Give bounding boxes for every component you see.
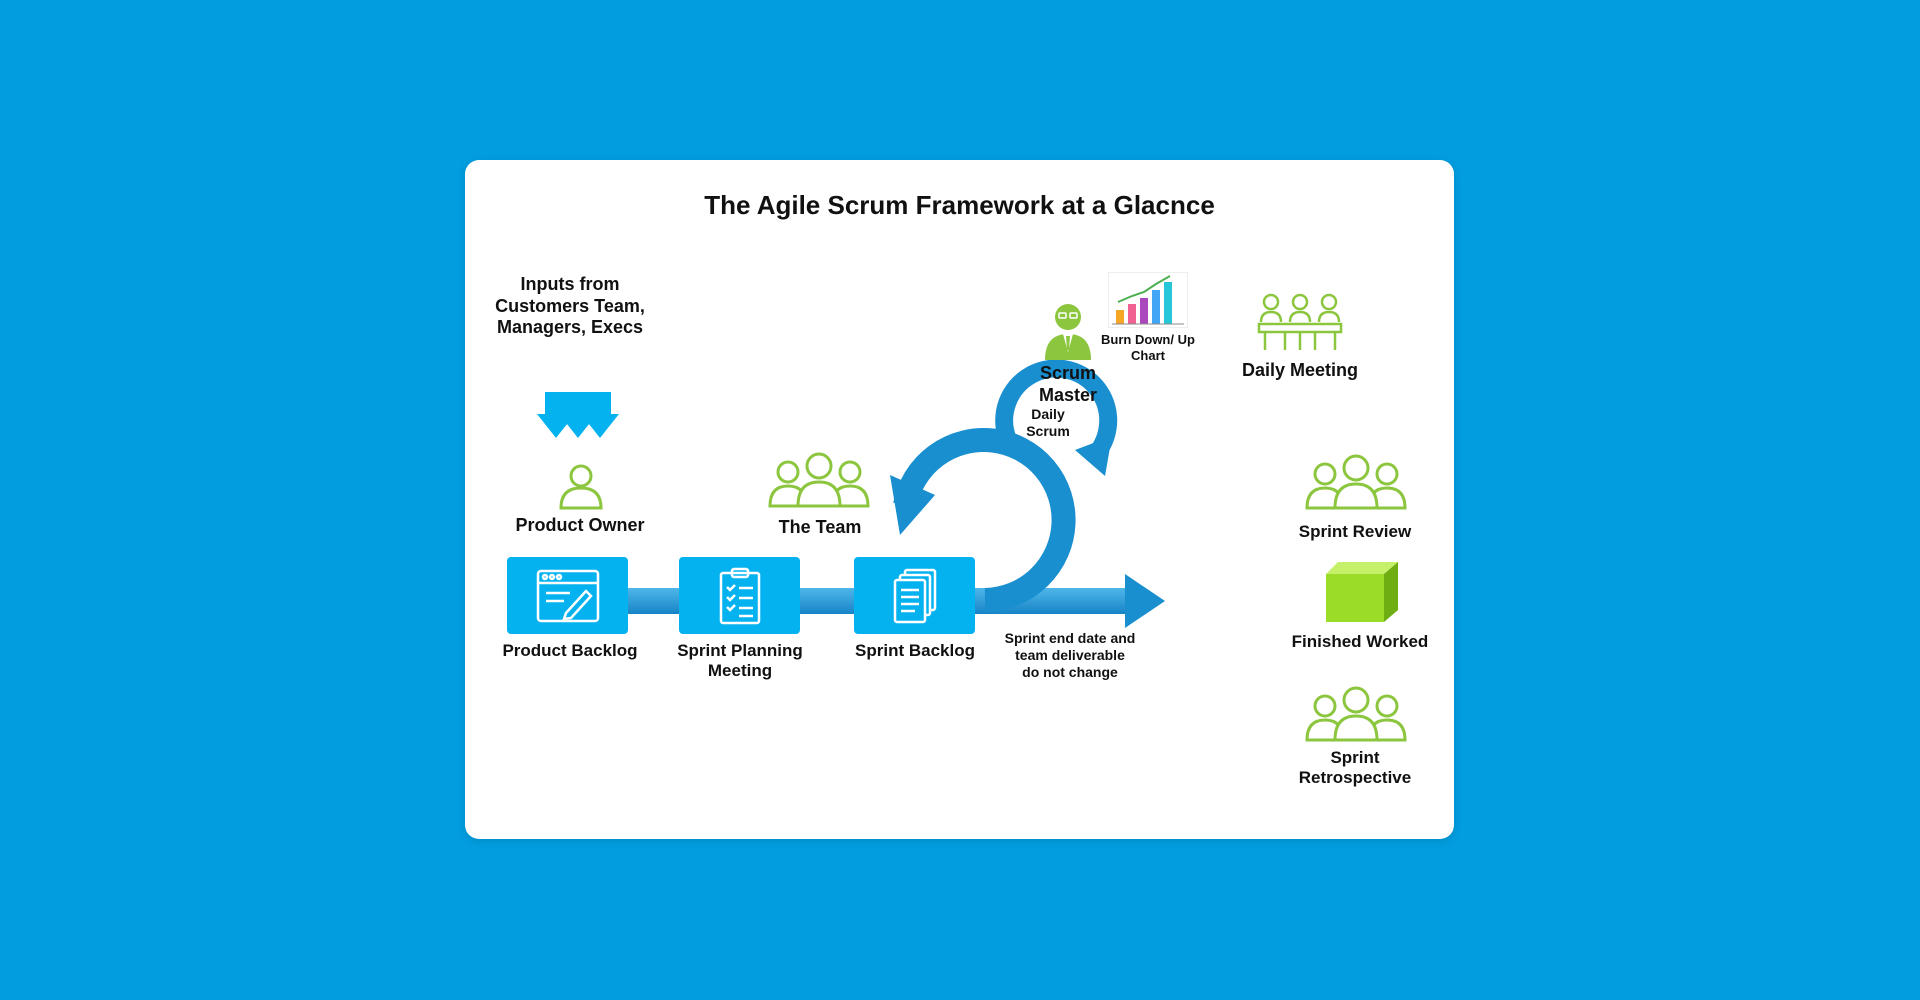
bar-chart-icon xyxy=(1108,272,1188,328)
sprint-review-label: Sprint Review xyxy=(1298,522,1412,541)
sprint-review-team-icon xyxy=(1305,454,1407,510)
sprint-planning-box xyxy=(679,557,800,634)
sprint-planning-label: Sprint Planning Meeting xyxy=(677,641,803,681)
product-backlog-box xyxy=(507,557,628,634)
scrum-master-icon xyxy=(1045,304,1091,360)
diagram-title: The Agile Scrum Framework at a Glacnce xyxy=(704,190,1215,220)
burn-chart-label: Burn Down/ Up Chart xyxy=(1101,332,1195,363)
cube-icon xyxy=(1326,562,1398,622)
sprint-retrospective-label: Sprint Retrospective xyxy=(1298,748,1412,788)
product-owner-label: Product Owner xyxy=(515,515,645,535)
team-icon xyxy=(768,452,870,508)
down-arrows-icon xyxy=(537,392,619,438)
the-team-label: The Team xyxy=(778,517,862,537)
clipboard-icon xyxy=(719,567,760,624)
product-owner-icon xyxy=(559,464,603,510)
daily-meeting-label: Daily Meeting xyxy=(1241,360,1359,380)
product-backlog-label: Product Backlog xyxy=(502,641,638,660)
sprint-loop xyxy=(893,428,1076,612)
backlog-window-icon xyxy=(536,569,599,622)
flow-arrow-head xyxy=(1125,574,1165,628)
daily-scrum-head xyxy=(1075,436,1112,476)
sprint-loop-head xyxy=(890,475,935,535)
sprint-retrospective-team-icon xyxy=(1305,686,1407,742)
diagram-card: The Agile Scrum Framework at a Glacnce I… xyxy=(465,160,1454,839)
sprint-backlog-label: Sprint Backlog xyxy=(855,641,975,660)
inputs-label: Inputs from Customers Team, Managers, Ex… xyxy=(495,274,645,338)
finished-worked-label: Finished Worked xyxy=(1291,632,1429,651)
daily-scrum-loop xyxy=(995,359,1118,467)
documents-icon xyxy=(893,568,936,623)
meeting-table-icon xyxy=(1257,293,1343,350)
scrum-master-label: Scrum Master xyxy=(1038,363,1098,405)
sprint-note-label: Sprint end date and team deliverable do … xyxy=(1004,630,1136,680)
daily-scrum-label: Daily Scrum xyxy=(1026,406,1070,439)
sprint-backlog-box xyxy=(854,557,975,634)
